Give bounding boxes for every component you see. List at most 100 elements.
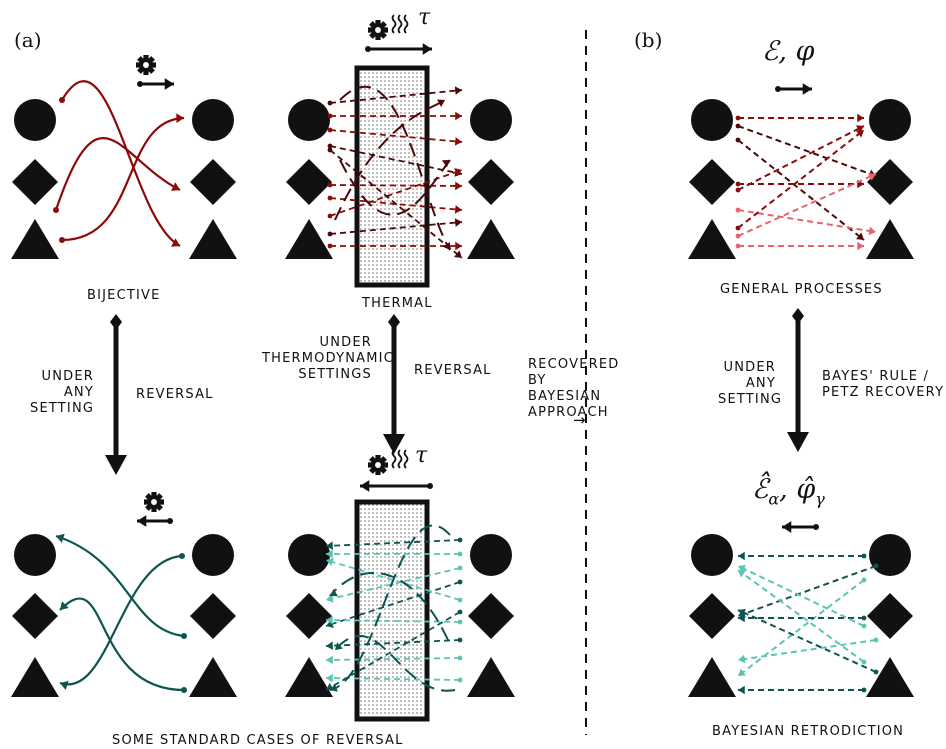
thermal-bath	[354, 65, 430, 288]
diamond-shape	[12, 593, 58, 639]
circle-shape	[470, 534, 512, 576]
heat-wave	[397, 14, 403, 34]
dashed-arrow	[329, 221, 463, 235]
gear-tooth	[369, 466, 377, 474]
triangle-shape	[11, 657, 59, 697]
arrow-head	[326, 549, 333, 559]
start-dot	[861, 577, 867, 583]
arrow-head	[442, 160, 450, 168]
flow-curve	[55, 534, 185, 638]
arrow-head	[857, 113, 864, 123]
arrow-head	[330, 683, 338, 692]
start-dot	[327, 182, 333, 188]
diamond-shape	[689, 159, 735, 205]
arrow-head	[802, 83, 812, 95]
circle-shape	[192, 534, 234, 576]
gear-icon	[368, 455, 388, 475]
arrow-head	[455, 181, 462, 191]
arrow-head	[454, 250, 462, 258]
standard-cases-label: SOME STANDARD CASES OF REVERSAL	[112, 733, 404, 748]
dashed-arrow	[325, 567, 461, 601]
start-dot	[457, 655, 463, 661]
direction-dot	[813, 524, 819, 530]
dashed-arrow	[325, 639, 461, 647]
start-dot	[457, 677, 463, 683]
arrow-head	[856, 130, 864, 138]
start-dot	[327, 195, 333, 201]
arrow-head	[738, 654, 746, 664]
tau-label-bottom: τ	[415, 443, 428, 468]
arrow-head	[360, 480, 370, 492]
triangle-shape	[285, 657, 333, 697]
arrow-head	[454, 168, 462, 177]
dashed-arrow	[737, 173, 877, 237]
gear-tooth	[375, 455, 381, 460]
diamond-shape	[190, 159, 236, 205]
start-dot	[457, 565, 463, 571]
start-dot	[861, 687, 867, 693]
under-thermodynamic-label: UNDER THERMODYNAMIC SETTINGS	[262, 335, 394, 382]
dashed-arrow	[737, 209, 877, 233]
diamond-shape	[468, 159, 514, 205]
arrow-head	[56, 533, 65, 543]
channel-arrows-layer	[325, 65, 879, 722]
direction-dot	[365, 46, 371, 52]
dashed-arrow	[737, 579, 865, 677]
recovered-label: RECOVERED BY BAYESIAN APPROACH	[528, 357, 620, 420]
arrow-head	[857, 241, 864, 251]
start-dot	[735, 123, 741, 129]
arrow-head	[326, 673, 333, 683]
start-dot	[735, 225, 741, 231]
gear-tooth	[369, 21, 377, 29]
arrow-head	[326, 594, 334, 603]
circle-shape	[288, 99, 330, 141]
dashed-arrow	[329, 149, 463, 259]
gear-hole	[375, 27, 381, 33]
arrow-head	[738, 668, 746, 676]
start-dot	[873, 637, 879, 643]
gear-tooth	[145, 493, 153, 501]
circle-shape	[192, 99, 234, 141]
flow-curve	[61, 116, 185, 242]
arrow-head	[738, 551, 745, 561]
start-dot	[327, 143, 333, 149]
gear-tooth	[375, 470, 381, 475]
gear-tooth	[379, 21, 387, 29]
heat-wave	[397, 449, 403, 469]
direction-dot	[427, 483, 433, 489]
start-dot	[457, 637, 463, 643]
arrow-head	[856, 125, 864, 133]
gear-tooth	[379, 31, 387, 39]
start-dot	[327, 127, 333, 133]
gear-tooth	[369, 456, 377, 464]
arrow-head	[105, 455, 127, 475]
arrow-head	[738, 613, 745, 623]
diamond-shape	[867, 159, 913, 205]
flow-curve	[59, 554, 183, 686]
start-dot	[735, 187, 741, 193]
dashed-arrow	[737, 569, 865, 663]
long-dashed-curve	[339, 159, 451, 216]
long-dashed-curve	[334, 99, 446, 221]
start-dot	[457, 619, 463, 625]
gear-tooth	[143, 70, 149, 75]
heat-waves-icon	[391, 449, 409, 469]
start-dot	[861, 553, 867, 559]
arrow-head	[383, 434, 405, 454]
dashed-arrow	[737, 565, 865, 627]
arrow-head	[868, 226, 876, 236]
reverse-process-label: ℰ̂α, φ̂γ	[752, 474, 825, 509]
arrow-head	[335, 642, 343, 650]
gear-tooth	[147, 66, 155, 74]
arrow-head	[787, 432, 809, 452]
start-dot	[59, 237, 65, 243]
arrow-head	[455, 111, 462, 121]
bayesian-retrodiction-label: BAYESIAN RETRODICTION	[712, 724, 905, 739]
arrow-head	[454, 218, 462, 227]
triangle-shape	[688, 219, 736, 259]
flow-curve	[54, 136, 181, 211]
dashed-arrow	[329, 169, 463, 217]
dashed-arrow	[325, 559, 461, 601]
arrow-head	[176, 113, 184, 124]
gear-hole	[151, 499, 157, 505]
